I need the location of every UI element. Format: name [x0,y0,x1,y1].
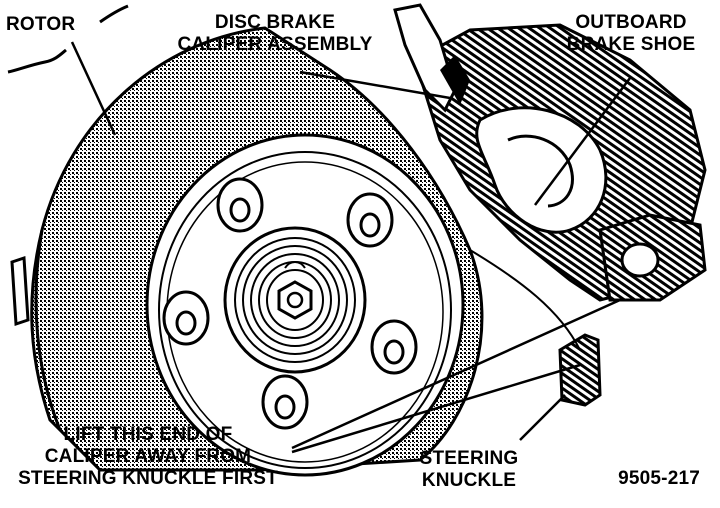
hub-center [223,226,367,374]
leader-caliper [299,70,451,100]
leader-lines [70,41,632,454]
label-knuckle-line: KNUCKLE [421,470,517,491]
label-lift-instruction: LIFT THIS END OF CALIPER AWAY FROM STEER… [8,424,288,490]
scribble-mark [99,4,129,24]
leader-knuckle [519,394,566,441]
label-outboard-line: BRAKE SHOE [566,34,696,55]
label-rotor: ROTOR [6,14,76,35]
leader-lift-2 [291,363,581,454]
label-steering-knuckle: STEERING KNUCKLE [404,448,534,492]
wheel-stud [162,290,210,346]
steering-knuckle [469,249,602,407]
leader-lift-1 [291,298,621,450]
label-caliper-line: CALIPER ASSEMBLY [177,34,373,55]
wheel-stud [346,192,394,248]
label-outboard-line: OUTBOARD [575,12,687,33]
leader-rotor [70,41,117,136]
caliper-assembly [393,3,707,302]
label-lift-line: CALIPER AWAY FROM [44,446,252,467]
label-lift-line: LIFT THIS END OF [63,424,233,445]
wheel-stud [370,319,418,375]
rotor-tab [10,255,30,327]
label-caliper-line: DISC BRAKE [214,12,336,33]
leader-outboard-shoe [533,77,632,206]
label-knuckle-line: STEERING [419,448,519,469]
label-caliper-assembly: DISC BRAKE CALIPER ASSEMBLY [175,12,375,56]
label-outboard-brake-shoe: OUTBOARD BRAKE SHOE [556,12,706,56]
label-lift-line: STEERING KNUCKLE FIRST [18,468,278,489]
scribble-mark [7,48,67,74]
wheel-stud [216,177,264,233]
wheel-stud [261,374,309,430]
figure-number: 9505-217 [618,468,700,489]
